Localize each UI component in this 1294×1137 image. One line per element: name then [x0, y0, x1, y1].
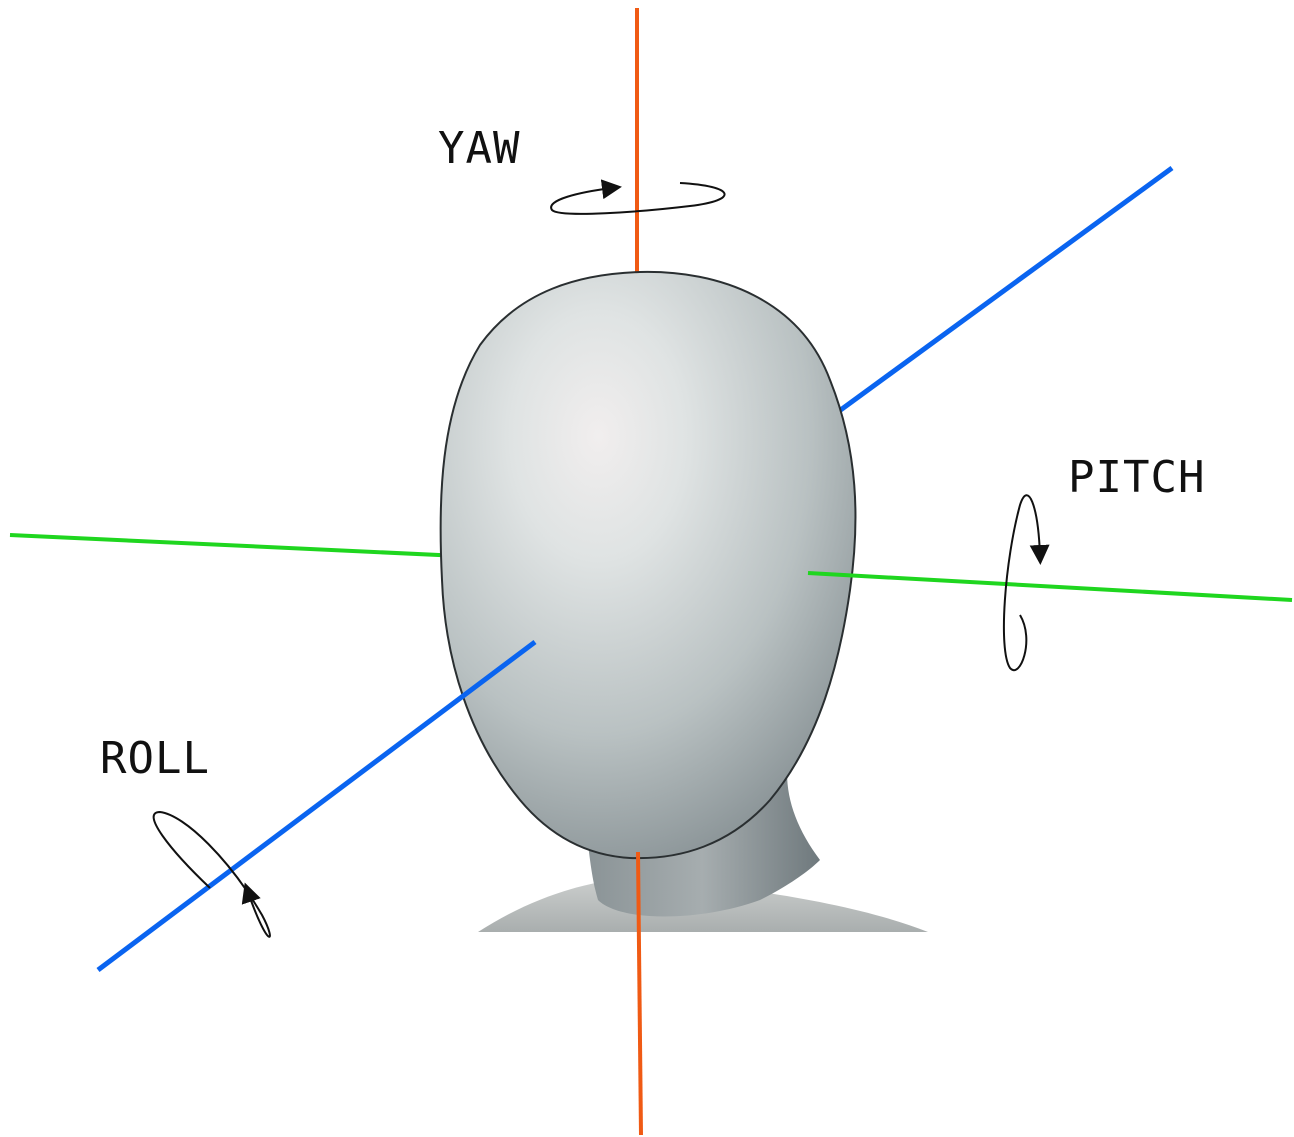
- pitch-axis-left: [9, 533, 461, 558]
- pitch-axis-right: [807, 571, 1293, 602]
- roll-rotation-arrow-icon: [152, 810, 271, 938]
- yaw-rotation-arrow-icon: [550, 179, 726, 215]
- roll-axis-back: [818, 165, 1174, 428]
- roll-label: ROLL: [100, 733, 210, 784]
- roll-axis-front: [96, 640, 537, 972]
- yaw-label: YAW: [438, 123, 520, 174]
- yaw-axis-bottom: [636, 851, 643, 1136]
- pitch-label: PITCH: [1068, 452, 1205, 503]
- pitch-rotation-arrow-icon: [1002, 494, 1050, 672]
- mannequin-head-icon: [439, 270, 928, 932]
